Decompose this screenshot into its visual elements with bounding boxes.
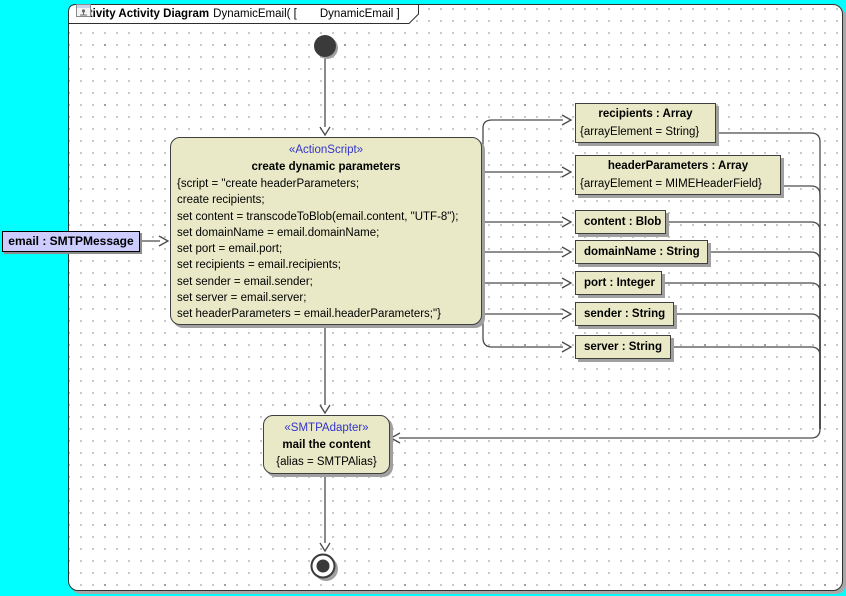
mail-stereotype: «SMTPAdapter» [284,422,369,434]
frame-title-tab[interactable]: activity Activity Diagram DynamicEmail( … [68,4,420,24]
script-line: {script = "create headerParameters; [177,178,360,190]
pin-name: server : String [584,341,662,353]
output-pin-server[interactable]: server : String [575,335,671,359]
output-pin-content[interactable]: content : Blob [575,210,666,234]
script-line: set content = transcodeToBlob(email.cont… [177,210,459,223]
pin-name: content : Blob [584,216,662,228]
script-line: set sender = email.sender; [177,275,313,288]
mail-name: mail the content [282,439,371,451]
script-line: set server = email.server; [177,292,307,305]
pin-constraint: {arrayElement = MIMEHeaderField} [580,178,762,190]
frame-title-keyword: activity Activity Diagram [76,7,210,20]
pin-name: headerParameters : Array [607,160,749,172]
pin-name: recipients : Array [598,108,693,120]
pin-name: port : Integer [584,277,655,289]
action-stereotype: «ActionScript» [288,144,364,156]
frame-title: activity Activity Diagram DynamicEmail( … [76,4,416,23]
frame-tab-shape [68,4,419,24]
output-pin-sender[interactable]: sender : String [575,302,674,326]
script-line: create recipients; [177,194,265,207]
pin-name: domainName : String [584,246,700,258]
script-line: set domainName = email.domainName; [177,226,380,239]
pin-constraint: {arrayElement = String} [580,126,700,138]
action-node-create-dynamic-parameters[interactable]: «ActionScript» create dynamic parameters… [170,137,482,325]
pin-name: sender : String [584,308,666,320]
output-pin-header-parameters[interactable]: headerParameters : Array {arrayElement =… [575,155,781,195]
output-pin-port[interactable]: port : Integer [575,271,662,295]
output-pin-domain-name[interactable]: domainName : String [575,240,708,264]
script-line: set port = email.port; [177,243,283,256]
frame-title-name: DynamicEmail( [ [213,7,297,20]
action-node-mail-the-content[interactable]: «SMTPAdapter» mail the content {alias = … [263,415,390,474]
script-line: set headerParameters = email.headerParam… [177,308,441,321]
frame-title-context: DynamicEmail ] [319,7,400,20]
input-pin-email[interactable]: email : SMTPMessage [2,231,140,252]
action-name: create dynamic parameters [251,161,401,173]
activity-diagram-icon [76,4,316,20]
output-pin-recipients[interactable]: recipients : Array {arrayElement = Strin… [575,103,716,143]
script-line: set recipients = email.recipients; [177,259,341,272]
mail-constraint: {alias = SMTPAlias} [276,456,377,468]
